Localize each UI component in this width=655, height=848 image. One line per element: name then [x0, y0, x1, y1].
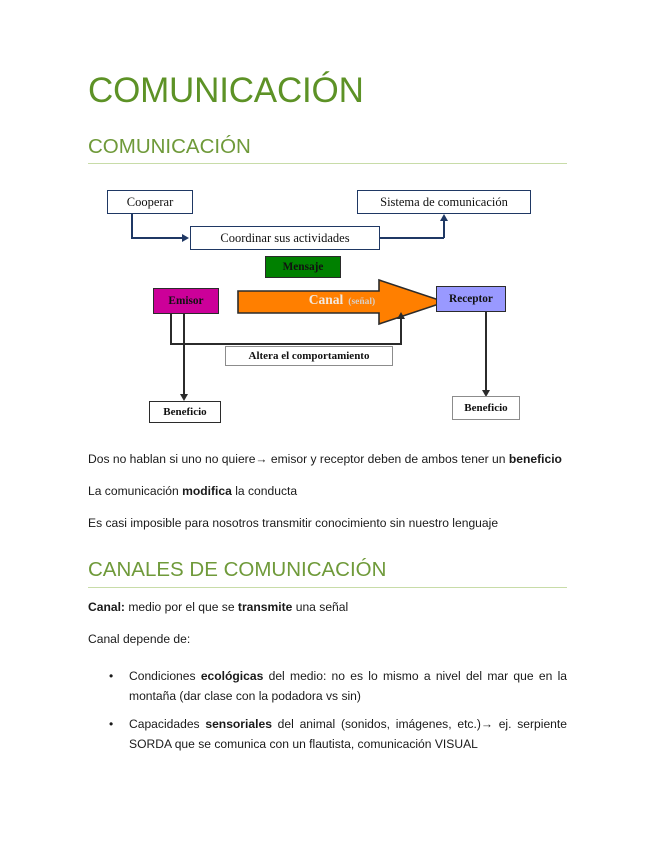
paragraph-text-a: medio por el que se: [124, 599, 238, 614]
arrowhead-to-sistema: [439, 214, 448, 222]
canal-arrow-shape: [237, 278, 448, 326]
arrowhead-feedback-receptor: [396, 312, 405, 320]
paragraph-text-b: emisor y receptor deben de ambos tener u…: [267, 452, 509, 467]
paragraph-canal-depende: Canal depende de:: [88, 631, 191, 646]
diagram-box-sistema: Sistema de comunicación: [357, 190, 531, 215]
list-item-text-b: del animal (sonidos, imágenes, etc.)→ ej…: [129, 717, 567, 752]
paragraph-text-b: una señal: [292, 599, 349, 614]
arrow-glyph: →: [255, 452, 268, 467]
paragraph-canal-definicion: Canal: medio por el que se transmite una…: [88, 588, 567, 617]
connector-cooperar-right: [131, 237, 183, 239]
connector-feedback-up: [400, 318, 402, 345]
arrowhead-beneficio-izq: [180, 394, 188, 402]
paragraph-text-a: Dos no hablan si uno no quiere: [88, 452, 256, 467]
paragraph-bold-beneficio: beneficio: [508, 452, 562, 467]
connector-feedback-down: [170, 314, 172, 346]
paragraph-modifica-conducta: La comunicación modifica la conducta: [88, 469, 567, 501]
connector-receptor-beneficio: [485, 312, 487, 395]
diagram-box-beneficio-izquierda: Beneficio: [149, 401, 221, 424]
diagram-arrow-canal: Canal(señal): [237, 278, 448, 326]
bullet-list-canal-factores: Condiciones ecológicas del medio: no es …: [88, 648, 567, 754]
diagram-box-cooperar: Cooperar: [107, 190, 193, 215]
diagram-box-emisor: Emisor: [153, 288, 219, 315]
diagram-box-mensaje: Mensaje: [265, 256, 341, 279]
diagram-box-altera: Altera el comportamiento: [225, 346, 393, 367]
diagram-box-coordinar: Coordinar sus actividades: [190, 226, 380, 251]
list-item-text-a: Condiciones: [129, 669, 201, 684]
paragraph-text-a: La comunicación: [88, 483, 183, 498]
arrowhead-beneficio-der: [482, 390, 490, 398]
paragraph-text-b: la conducta: [231, 483, 298, 498]
paragraph-bold-modifica: modifica: [182, 483, 232, 498]
list-item-bold: ecológicas: [200, 669, 264, 684]
list-item-text-a: Capacidades: [129, 717, 206, 732]
paragraph-transmitir-conocimiento: Es casi imposible para nosotros transmit…: [88, 515, 499, 530]
diagram-box-receptor: Receptor: [436, 286, 506, 313]
connector-feedback-right: [170, 343, 402, 345]
list-item-text-b: del medio: no es lo mismo a nivel del ma…: [129, 669, 567, 703]
list-item: Condiciones ecológicas del medio: no es …: [88, 658, 567, 706]
communication-diagram: Cooperar Coordinar sus actividades Siste…: [85, 182, 565, 437]
paragraph-dos-no-hablan: Dos no hablan si uno no quiere→ emisor y…: [88, 437, 567, 469]
page-title: COMUNICACIÓN: [88, 71, 364, 110]
connector-sistema-up: [443, 220, 445, 239]
connector-cooperar-down: [131, 214, 133, 239]
list-item: Capacidades sensoriales del animal (soni…: [88, 706, 567, 754]
paragraph-bold-transmite: transmite: [237, 599, 293, 614]
list-item-bold: sensoriales: [205, 717, 272, 732]
connector-emisor-beneficio: [183, 314, 185, 399]
connector-coordinar-right: [380, 237, 444, 239]
section-heading-comunicacion: COMUNICACIÓN: [88, 111, 567, 165]
paragraph-bold-canal: Canal:: [88, 599, 125, 614]
section-heading-canales: CANALES DE COMUNICACIÓN: [88, 532, 567, 588]
arrowhead-to-coordinar: [182, 233, 189, 242]
diagram-box-beneficio-derecha: Beneficio: [452, 396, 520, 421]
